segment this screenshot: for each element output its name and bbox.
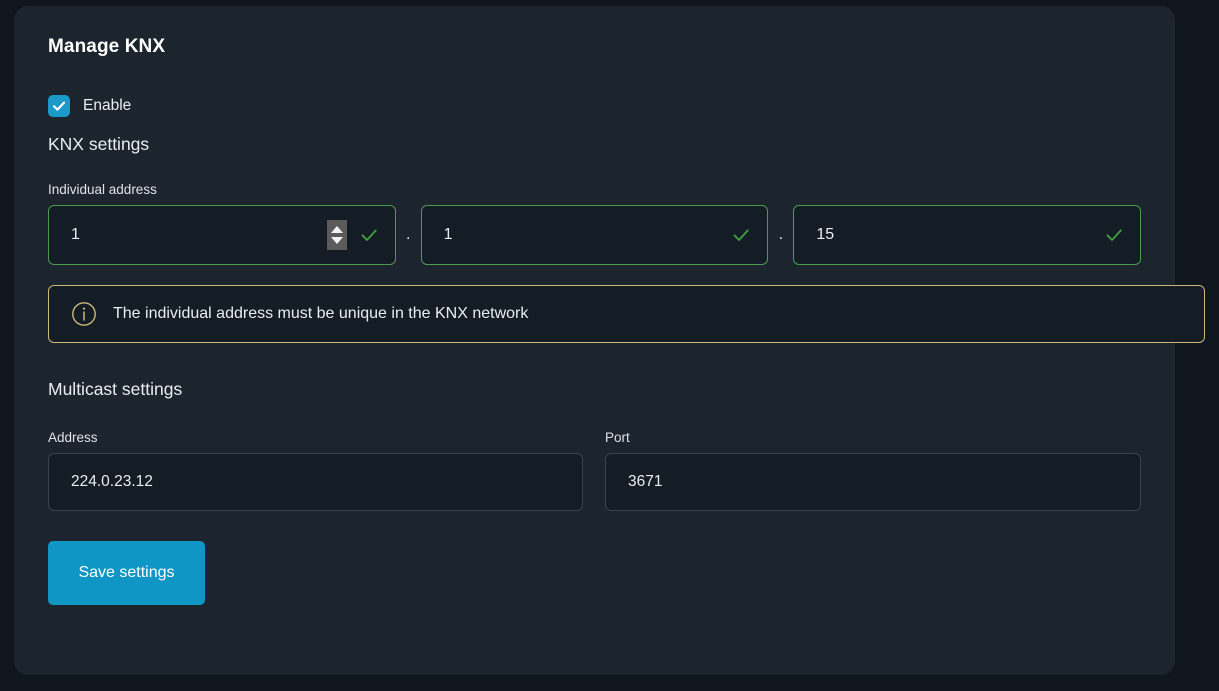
individual-address-area-value: 1	[71, 226, 80, 243]
enable-label: Enable	[83, 97, 132, 114]
individual-address-label: Individual address	[48, 182, 157, 197]
spinner-up-icon[interactable]	[330, 226, 343, 233]
individual-address-line-field[interactable]: 1	[420, 205, 769, 265]
multicast-address-col: Address 224.0.23.12	[48, 430, 584, 511]
multicast-port-label: Port	[605, 430, 630, 445]
area-spinner[interactable]	[326, 220, 347, 250]
individual-address-line-value: 1	[443, 226, 453, 243]
manage-knx-card: Manage KNX Enable KNX settings Individua…	[14, 6, 1205, 675]
individual-address-device-value: 15	[816, 226, 835, 243]
individual-address-row: 1 . 1 .	[48, 205, 1142, 265]
spinner-down-icon[interactable]	[330, 237, 343, 244]
save-settings-button[interactable]: Save settings	[48, 541, 205, 605]
multicast-address-label: Address	[48, 430, 98, 445]
address-separator-1: .	[405, 226, 411, 243]
multicast-address-input[interactable]: 224.0.23.12	[48, 453, 584, 511]
enable-checkbox[interactable]	[48, 95, 70, 117]
individual-address-device-field[interactable]: 15	[793, 205, 1142, 265]
info-circle-icon	[72, 302, 96, 326]
valid-check-icon	[733, 229, 750, 241]
valid-check-icon	[1106, 229, 1122, 241]
multicast-port-input[interactable]: 3671	[605, 453, 1141, 511]
multicast-port-col: Port 3671	[605, 430, 1141, 511]
address-separator-2: .	[778, 226, 784, 243]
multicast-fields-row: Address 224.0.23.12 Port 3671	[48, 430, 1141, 511]
valid-check-icon	[361, 229, 377, 241]
knx-settings-heading: KNX settings	[48, 134, 150, 154]
enable-row[interactable]: Enable	[48, 95, 1141, 117]
page-title: Manage KNX	[48, 36, 166, 57]
check-icon	[52, 101, 66, 111]
individual-address-block: Individual address 1 . 1	[48, 182, 1205, 343]
multicast-settings-block: Multicast settings Address 224.0.23.12 P…	[48, 379, 1141, 511]
individual-address-info-banner: The individual address must be unique in…	[48, 285, 1205, 343]
individual-address-area-field[interactable]: 1	[48, 205, 396, 265]
multicast-settings-heading: Multicast settings	[48, 379, 183, 399]
info-banner-text: The individual address must be unique in…	[113, 305, 529, 322]
